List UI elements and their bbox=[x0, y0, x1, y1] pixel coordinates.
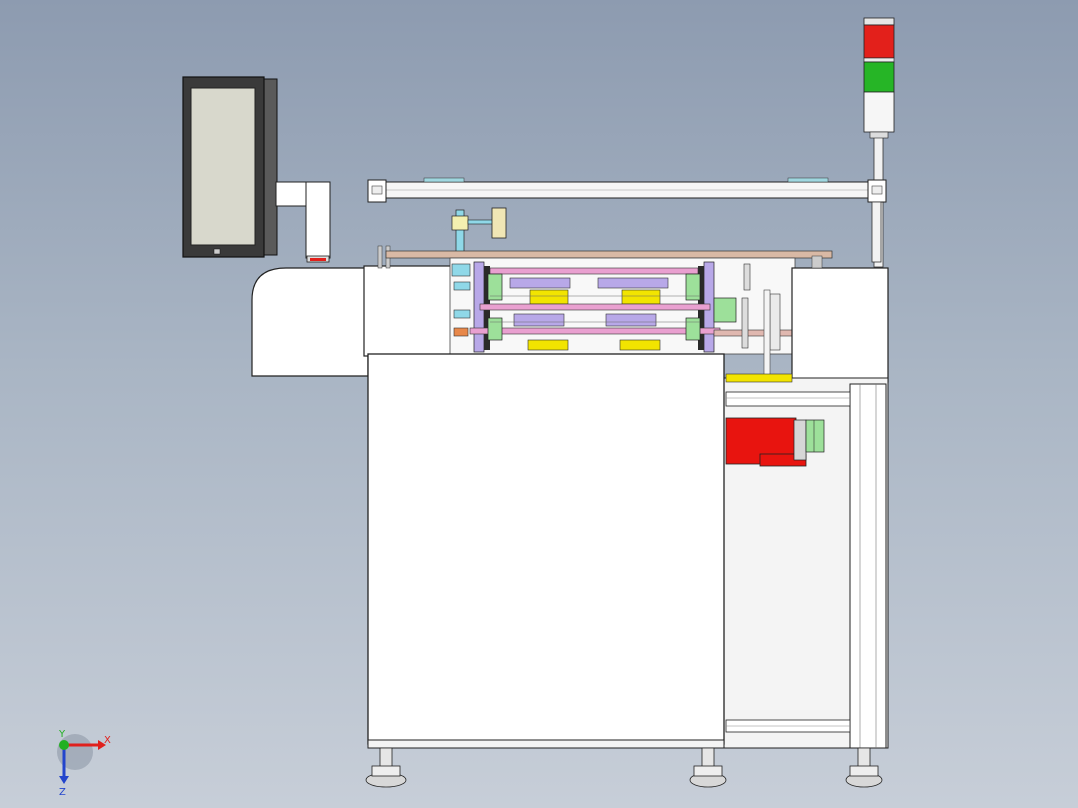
y-axis-dot bbox=[59, 740, 69, 750]
coordinate-triad: X Y Z bbox=[57, 729, 111, 798]
tower-cap bbox=[863, 17, 895, 26]
mechanism-area bbox=[385, 250, 833, 385]
tower-ring bbox=[863, 57, 895, 63]
tower-green-lamp bbox=[863, 61, 895, 93]
x-axis-label: X bbox=[104, 735, 111, 746]
sensor-bracket bbox=[451, 207, 507, 261]
foot-middle bbox=[689, 747, 727, 788]
tower-red-lamp bbox=[863, 24, 895, 59]
monitor-button-icon bbox=[213, 248, 221, 255]
main-cabinet bbox=[367, 353, 725, 749]
monitor-arm bbox=[275, 181, 331, 263]
right-hood bbox=[791, 255, 889, 383]
foot-left bbox=[365, 747, 407, 788]
left-hood bbox=[251, 245, 453, 377]
y-axis-label: Y bbox=[58, 729, 66, 740]
monitor-screen bbox=[190, 87, 256, 246]
hmi-monitor bbox=[182, 76, 278, 258]
top-crossbar bbox=[367, 177, 887, 263]
tower-white-lamp bbox=[863, 91, 895, 133]
leveling-feet bbox=[365, 747, 883, 788]
foot-right bbox=[845, 747, 883, 788]
z-axis-label: Z bbox=[59, 787, 66, 798]
right-frame bbox=[723, 373, 889, 749]
